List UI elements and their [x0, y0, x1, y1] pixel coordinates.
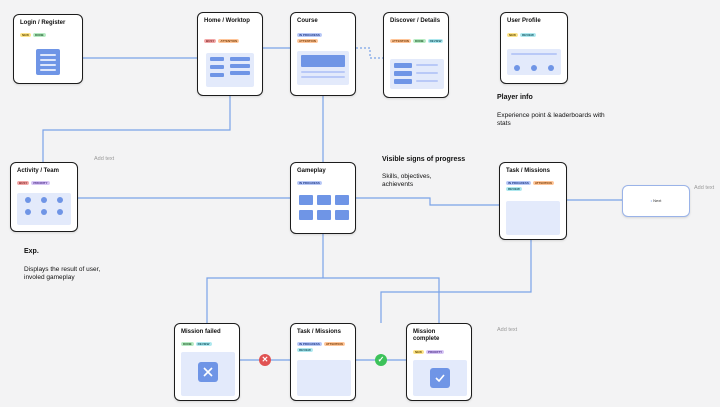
status-badge: REVIEW: [506, 187, 522, 191]
status-badge: ATTENTION: [297, 39, 318, 43]
card-title: Task / Missions: [506, 168, 550, 174]
status-badge: REVIEW: [195, 342, 212, 346]
next-card[interactable]: • Next: [622, 185, 690, 217]
gameplay-screen-mock: [297, 193, 351, 225]
status-badge: PRIORITY: [31, 181, 50, 185]
status-badge: ATTENTION: [390, 39, 411, 43]
add-text-note[interactable]: Add text: [94, 156, 115, 162]
profile-screen-mock: [507, 49, 561, 75]
status-badge: ATTENTION: [218, 39, 240, 43]
connector-branch-failed: [206, 277, 323, 323]
card-title: Activity / Team: [17, 168, 59, 174]
status-badge: ATTENTION: [323, 342, 345, 346]
task-screen-mock: [506, 201, 560, 235]
task-bottom-screen-mock: [297, 360, 351, 396]
card-title: User Profile: [507, 18, 541, 24]
progress-title: Visible signs of progress: [382, 156, 466, 163]
status-badge: DONE: [33, 33, 46, 37]
task-missions-bottom-card[interactable]: Task / Missions IN PROGRESS ATTENTION RE…: [290, 323, 356, 401]
card-title: Course: [297, 18, 318, 24]
course-screen-mock: [297, 51, 349, 85]
complete-screen-mock: [413, 360, 467, 396]
player-info-body: Experience point & leaderboards with sta…: [497, 112, 605, 127]
card-title: Gameplay: [297, 168, 326, 174]
failed-screen-mock: [181, 352, 235, 396]
x-circle-icon: ✕: [259, 354, 271, 366]
course-card[interactable]: Course IN PROGRESS ATTENTION: [290, 12, 356, 96]
status-badge: DONE: [412, 39, 426, 43]
status-badge: BUSY: [17, 181, 30, 185]
discover-details-card[interactable]: Discover / Details ATTENTION DONE REVIEW: [383, 12, 449, 98]
card-title: Discover / Details: [390, 18, 441, 24]
add-text-note[interactable]: Add text: [497, 327, 518, 333]
card-title: Mission complete: [413, 329, 440, 342]
status-badge: BUSY: [204, 39, 217, 43]
home-worktop-card[interactable]: Home / Worktop BUSY ATTENTION: [197, 12, 263, 96]
check-circle-icon: ✓: [375, 354, 387, 366]
activity-screen-mock: [17, 193, 71, 225]
add-text-note[interactable]: Add text: [694, 185, 715, 191]
connector-task-down: [380, 240, 532, 323]
card-title: Login / Register: [20, 20, 66, 26]
next-label: • Next: [650, 198, 662, 203]
status-badge: NEW: [413, 350, 424, 354]
status-badge: REVIEW: [427, 39, 444, 43]
status-badge: NEW: [507, 33, 518, 37]
login-register-card[interactable]: Login / Register NEW DONE: [13, 14, 83, 84]
check-icon: [435, 374, 445, 383]
x-icon: [203, 367, 213, 377]
card-title: Mission failed: [181, 329, 221, 335]
status-badge: ATTENTION: [532, 181, 554, 185]
status-badge: REVIEW: [297, 348, 313, 352]
exp-body: Displays the result of user, involed gam…: [24, 266, 101, 281]
task-missions-card[interactable]: Task / Missions IN PROGRESS ATTENTION RE…: [499, 162, 567, 240]
player-info-title: Player info: [497, 94, 533, 101]
progress-body: Skills, objectives, achievents: [382, 173, 432, 188]
connector-course-discover: [356, 47, 383, 59]
user-profile-card[interactable]: User Profile NEW REVIEW: [500, 12, 568, 84]
connector-home-activity: [42, 96, 231, 162]
connector-branch-complete: [323, 277, 440, 323]
discover-screen-mock: [390, 59, 444, 89]
status-badge: IN PROGRESS: [506, 181, 531, 185]
status-badge: NEW: [20, 33, 31, 37]
status-badge: IN PROGRESS: [297, 181, 322, 185]
status-badge: DONE: [181, 342, 194, 346]
gameplay-card[interactable]: Gameplay IN PROGRESS: [290, 162, 356, 234]
status-badge: REVIEW: [520, 33, 536, 37]
status-badge: PRIORITY: [426, 350, 445, 354]
activity-team-card[interactable]: Activity / Team BUSY PRIORITY: [10, 162, 78, 232]
exp-title: Exp.: [24, 248, 39, 255]
status-badge: IN PROGRESS: [297, 342, 322, 346]
mission-complete-card[interactable]: Mission complete NEW PRIORITY: [406, 323, 472, 401]
status-badge: IN PROGRESS: [297, 33, 322, 37]
login-screen-mock: [36, 49, 60, 75]
card-title: Task / Missions: [297, 329, 341, 335]
connector-gameplay-task: [356, 197, 499, 206]
card-title: Home / Worktop: [204, 18, 250, 24]
mission-failed-card[interactable]: Mission failed DONE REVIEW: [174, 323, 240, 401]
home-screen-mock: [206, 53, 254, 87]
